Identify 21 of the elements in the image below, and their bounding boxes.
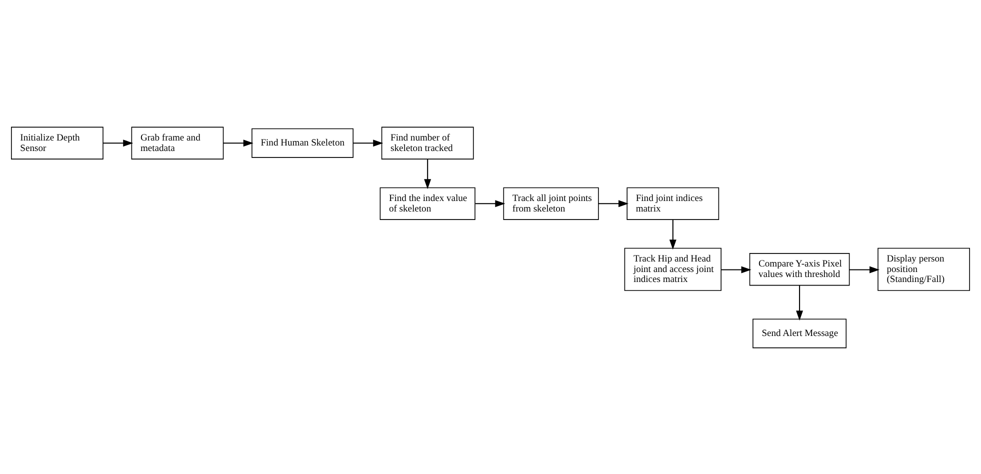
arrow (424, 158, 432, 189)
arrow (669, 219, 676, 250)
arrow (475, 200, 506, 207)
node-box: Find joint indices matrix (626, 186, 720, 220)
arrow (796, 285, 804, 320)
node-box: Grab frame and metadata (131, 126, 224, 159)
node-box: Find number of skeleton tracked (381, 126, 474, 159)
node-box: Find the index value of skeleton (380, 186, 476, 220)
arrow (223, 139, 254, 146)
node-box: Initialize Depth Sensor (11, 126, 104, 159)
node-box: Send Alert Message (752, 318, 847, 348)
node-box: Display person position (Standing/Fall) (878, 247, 970, 290)
node-box: Compare Y-axis Pixel values with threshold (749, 252, 850, 286)
arrow (353, 139, 384, 146)
arrow (721, 266, 752, 273)
node-box: Track all joint points from skeleton (503, 186, 599, 220)
node-box: Find Human Skeleton (252, 128, 354, 158)
arrow (103, 139, 134, 146)
node-box: Track Hip and Head joint and access joint indices matrix (624, 247, 722, 290)
arrow (598, 200, 629, 207)
arrow (849, 266, 880, 273)
